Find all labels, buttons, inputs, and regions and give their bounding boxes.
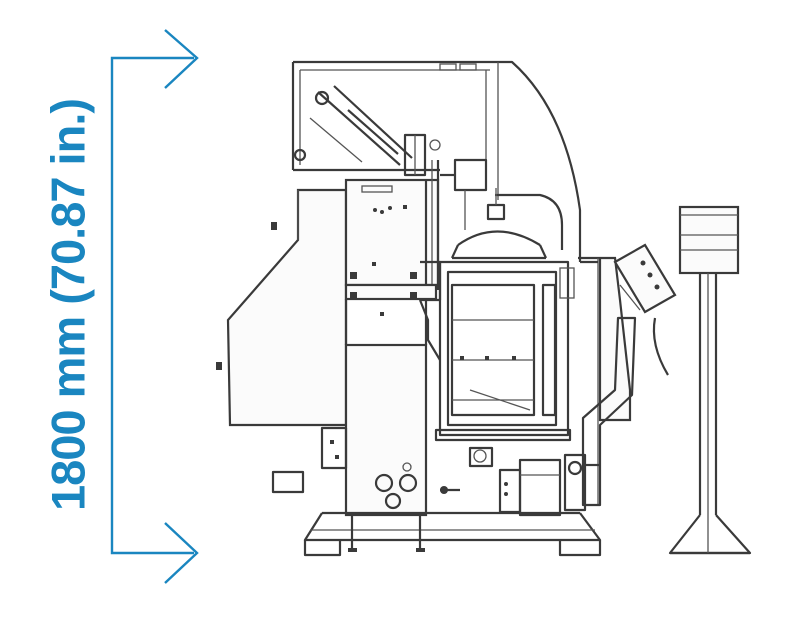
right-panel	[578, 256, 632, 422]
machine-body	[216, 60, 677, 557]
lower-column	[344, 343, 428, 517]
upper-column	[344, 178, 440, 287]
height-dimension-line	[110, 29, 199, 584]
top-arrow	[164, 29, 199, 89]
control-box	[613, 243, 677, 376]
control-stand	[668, 205, 752, 555]
chamber	[418, 260, 575, 442]
height-dimension-label: 1800 mm (70.87 in.)	[41, 98, 95, 512]
cross-beam	[344, 283, 438, 301]
left-door	[226, 188, 348, 427]
top-hood	[293, 60, 582, 262]
base-platform	[303, 511, 602, 557]
cylinder-assembly	[293, 85, 441, 177]
bottom-arrow	[164, 522, 199, 584]
discharge-chute	[581, 316, 637, 507]
dome	[440, 158, 564, 260]
